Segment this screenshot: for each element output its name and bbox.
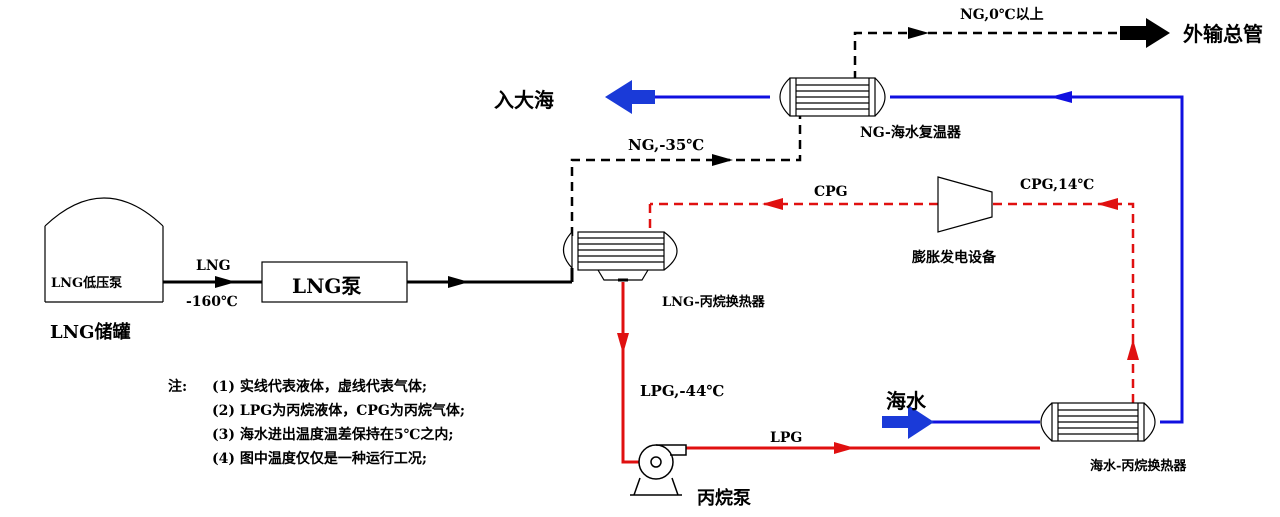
ng-seawater-reheater	[779, 77, 886, 117]
notes-head: 注:	[168, 379, 188, 395]
export-main-label: 外输总管	[1183, 22, 1263, 46]
cpg-label: CPG	[814, 184, 848, 200]
arrow-seawater-in	[882, 405, 934, 439]
lng-stream-label: LNG	[196, 258, 231, 274]
lng-propane-hx-label: LNG-丙烷换热器	[662, 295, 765, 310]
note-item-3: (3) 海水进出温度温差保持在5℃之内;	[212, 427, 454, 443]
lng-storage-tank	[44, 197, 164, 303]
to-sea-label: 入大海	[494, 88, 554, 112]
propane-pump	[630, 444, 687, 496]
seawater-propane-heat-exchanger	[1040, 402, 1156, 442]
arrow-lpg-down	[617, 333, 629, 354]
arrow-cpg-up	[1127, 339, 1139, 360]
arrow-cpg-left-1	[1097, 198, 1118, 210]
lpg-minus44-label: LPG,-44℃	[640, 382, 725, 400]
expansion-generator	[937, 176, 993, 233]
seawater-label: 海水	[886, 389, 926, 413]
arrow-ng-2	[908, 27, 929, 39]
arrow-ng-1	[712, 154, 733, 166]
seawater-propane-hx-label: 海水-丙烷换热器	[1090, 459, 1187, 474]
seawater-lines	[655, 95, 1184, 424]
note-item-1: (1) 实线代表液体，虚线代表气体;	[212, 379, 428, 395]
ng-above0-label: NG,0℃以上	[960, 7, 1044, 23]
lng-pump-label: LNG泵	[292, 274, 362, 298]
lng-temp-label: -160℃	[186, 294, 238, 310]
lng-liquid-lines	[163, 268, 574, 284]
lng-propane-heat-exchanger	[562, 231, 678, 282]
cpg-14-label: CPG,14℃	[1020, 177, 1095, 193]
arrow-lng-2	[448, 276, 469, 288]
propane-pump-label: 丙烷泵	[697, 488, 751, 509]
low-pressure-pump-label: LNG低压泵	[51, 276, 123, 291]
arrow-seawater-return	[1050, 91, 1072, 103]
ng-seawater-reheater-label: NG-海水复温器	[860, 125, 961, 141]
note-item-2: (2) LPG为丙烷液体，CPG为丙烷气体;	[212, 403, 465, 419]
arrow-export	[1120, 18, 1170, 48]
lng-pump-box	[261, 261, 408, 303]
ng-gas-lines	[570, 31, 1130, 236]
storage-tank-label: LNG储罐	[50, 322, 131, 343]
arrow-lpg-right	[834, 442, 855, 454]
arrow-cpg-left-2	[762, 198, 783, 210]
expansion-generator-label: 膨胀发电设备	[912, 250, 996, 266]
lpg-label: LPG	[770, 430, 803, 446]
arrow-to-sea	[605, 80, 655, 114]
propane-gas-lines	[648, 202, 1135, 403]
note-item-4: (4) 图中温度仅仅是一种运行工况;	[212, 451, 428, 467]
ng-minus35-label: NG,-35℃	[628, 136, 705, 154]
arrow-lng-1	[215, 276, 236, 288]
